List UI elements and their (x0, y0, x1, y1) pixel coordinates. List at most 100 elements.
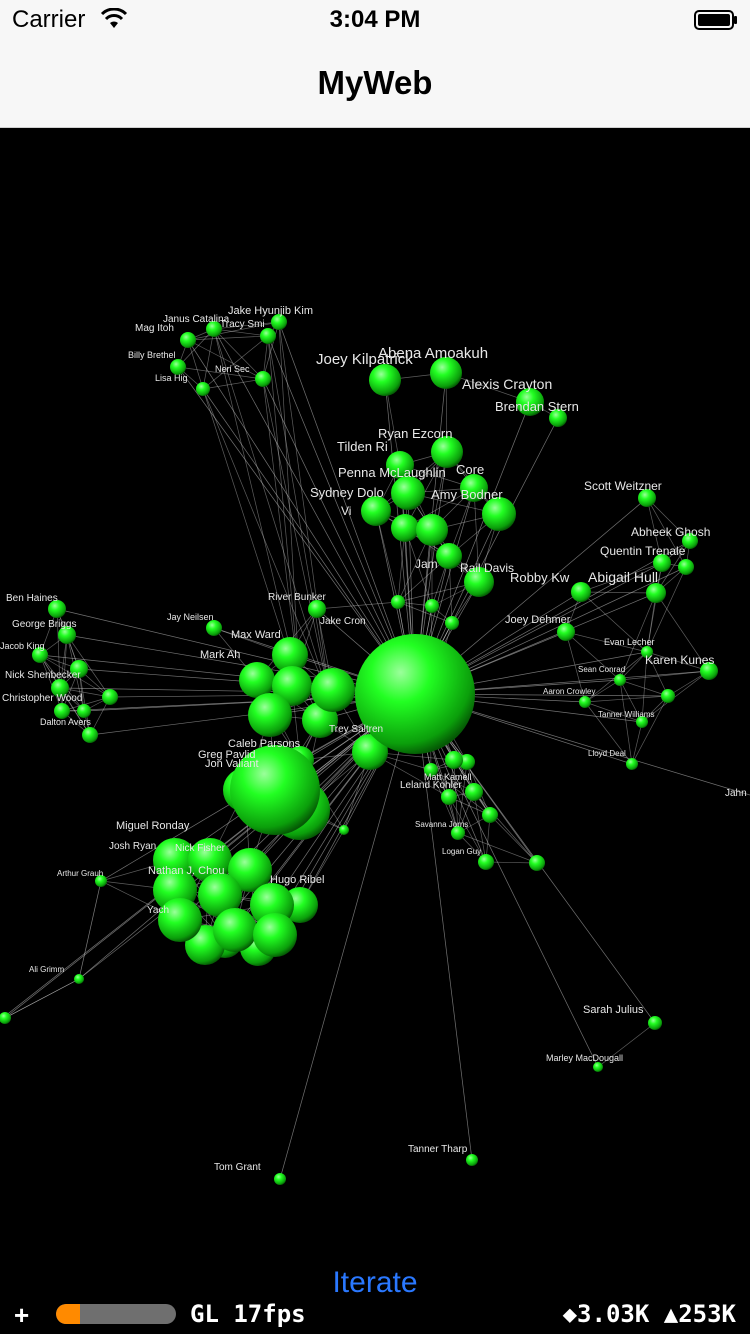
graph-node[interactable] (386, 451, 414, 479)
graph-node[interactable] (352, 734, 388, 770)
graph-node[interactable] (308, 600, 326, 618)
graph-node[interactable] (32, 647, 48, 663)
graph-edge (397, 601, 453, 624)
iterate-button[interactable]: Iterate (332, 1266, 418, 1299)
graph-node[interactable] (459, 754, 475, 770)
graph-node[interactable] (641, 646, 653, 658)
graph-node[interactable] (465, 783, 483, 801)
graph-edge (580, 591, 648, 653)
graph-node[interactable] (58, 626, 76, 644)
graph-node[interactable] (0, 1012, 11, 1024)
graph-node[interactable] (260, 328, 276, 344)
graph-edge (177, 366, 416, 695)
graph-node[interactable] (82, 727, 98, 743)
graph-node[interactable] (464, 567, 494, 597)
graph-node[interactable] (355, 634, 475, 754)
graph-edge (202, 378, 264, 390)
graph-node[interactable] (228, 848, 272, 892)
graph-node[interactable] (158, 898, 202, 942)
add-button[interactable]: + (14, 1300, 30, 1330)
graph-node[interactable] (482, 497, 516, 531)
graph-node[interactable] (678, 559, 694, 575)
graph-node[interactable] (638, 489, 656, 507)
graph-node[interactable] (430, 357, 462, 389)
graph-node[interactable] (188, 838, 232, 882)
graph-node[interactable] (54, 703, 70, 719)
graph-node[interactable] (170, 359, 186, 375)
graph-node[interactable] (557, 623, 575, 641)
graph-node[interactable] (441, 789, 457, 805)
graph-node[interactable] (482, 807, 498, 823)
graph-node[interactable] (230, 745, 320, 835)
graph-node[interactable] (579, 696, 591, 708)
graph-node[interactable] (77, 704, 91, 718)
graph-node[interactable] (102, 689, 118, 705)
graph-node[interactable] (248, 693, 292, 737)
graph-node[interactable] (361, 496, 391, 526)
graph-node[interactable] (369, 364, 401, 396)
graph-node[interactable] (311, 668, 355, 712)
graph-node[interactable] (255, 371, 271, 387)
graph-node[interactable] (445, 616, 459, 630)
graph-node[interactable] (445, 751, 463, 769)
graph-node[interactable] (391, 476, 425, 510)
graph-node[interactable] (478, 854, 494, 870)
graph-node[interactable] (682, 533, 698, 549)
graph-node[interactable] (70, 660, 88, 678)
graph-node[interactable] (95, 875, 107, 887)
graph-node[interactable] (196, 382, 210, 396)
graph-edge (202, 335, 269, 390)
graph-node[interactable] (424, 763, 438, 777)
graph-node[interactable] (451, 826, 465, 840)
graph-node[interactable] (593, 1062, 603, 1072)
node-label: Core (456, 462, 484, 477)
graph-node[interactable] (425, 599, 439, 613)
graph-node[interactable] (274, 1173, 286, 1185)
graph-node[interactable] (516, 388, 544, 416)
graph-node[interactable] (206, 321, 222, 337)
graph-edge (177, 328, 215, 368)
graph-node[interactable] (213, 908, 257, 952)
graph-node[interactable] (271, 314, 287, 330)
graph-node[interactable] (416, 514, 448, 546)
graph-node[interactable] (529, 855, 545, 871)
graph-node[interactable] (626, 758, 638, 770)
graph-node[interactable] (198, 873, 242, 917)
graph-node[interactable] (239, 662, 275, 698)
node-label: Nick Fisher (175, 843, 226, 854)
graph-node[interactable] (646, 583, 666, 603)
graph-edge (267, 335, 301, 691)
graph-edge (430, 769, 491, 816)
graph-node[interactable] (272, 637, 308, 673)
graph-node[interactable] (206, 620, 222, 636)
graph-edge (646, 651, 710, 672)
node-label: Marley MacDougall (546, 1053, 623, 1063)
graph-node[interactable] (648, 1016, 662, 1030)
graph-edge (213, 321, 280, 330)
graph-node[interactable] (391, 514, 419, 542)
graph-node[interactable] (636, 716, 648, 728)
graph-node[interactable] (48, 600, 66, 618)
graph-node[interactable] (653, 554, 671, 572)
graph-node[interactable] (431, 436, 463, 468)
graph-node[interactable] (272, 666, 312, 706)
page-title: MyWeb (317, 64, 433, 101)
graph-node[interactable] (700, 662, 718, 680)
graph-node[interactable] (460, 474, 488, 502)
graph-node[interactable] (391, 595, 405, 609)
graph-node[interactable] (571, 582, 591, 602)
graph-node[interactable] (74, 974, 84, 984)
graph-node[interactable] (339, 825, 349, 835)
graph-node[interactable] (436, 543, 462, 569)
graph-node[interactable] (51, 679, 69, 697)
graph-node[interactable] (549, 409, 567, 427)
node-label: Sean Conrad (578, 665, 625, 674)
graph-node[interactable] (661, 689, 675, 703)
graph-node[interactable] (253, 913, 297, 957)
node-label: Tanner Williams (598, 710, 654, 719)
graph-node[interactable] (180, 332, 196, 348)
graph-node[interactable] (614, 674, 626, 686)
graph-node[interactable] (466, 1154, 478, 1166)
